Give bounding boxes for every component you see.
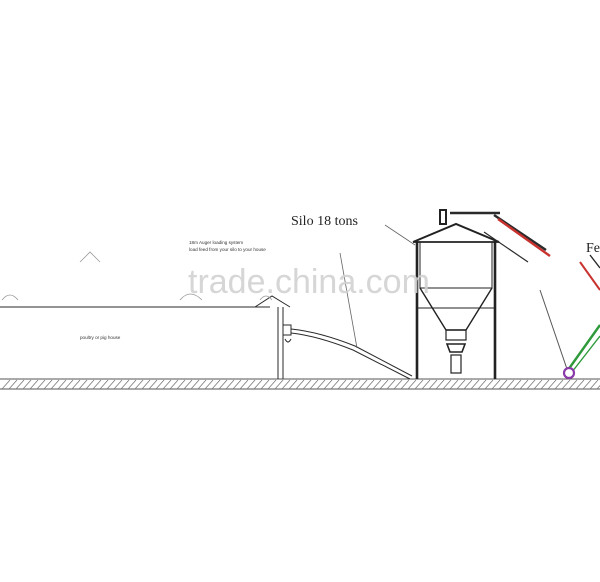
watermark: trade.china.com bbox=[188, 263, 430, 301]
red-auger bbox=[450, 211, 551, 263]
pivot-icon bbox=[562, 366, 576, 380]
auger-label-line1: 18m Auger loading system bbox=[189, 240, 243, 245]
auger-pipe bbox=[290, 252, 413, 380]
ground bbox=[0, 378, 600, 390]
silo bbox=[384, 209, 500, 379]
green-auger bbox=[539, 254, 600, 380]
silo-label: Silo 18 tons bbox=[291, 214, 358, 229]
auger-label-line2: load feed from your silo to your house bbox=[189, 247, 266, 252]
house-label: poultry or pig house bbox=[80, 335, 121, 340]
poultry-house bbox=[0, 251, 292, 379]
feed-label-partial: Fe bbox=[586, 241, 600, 256]
